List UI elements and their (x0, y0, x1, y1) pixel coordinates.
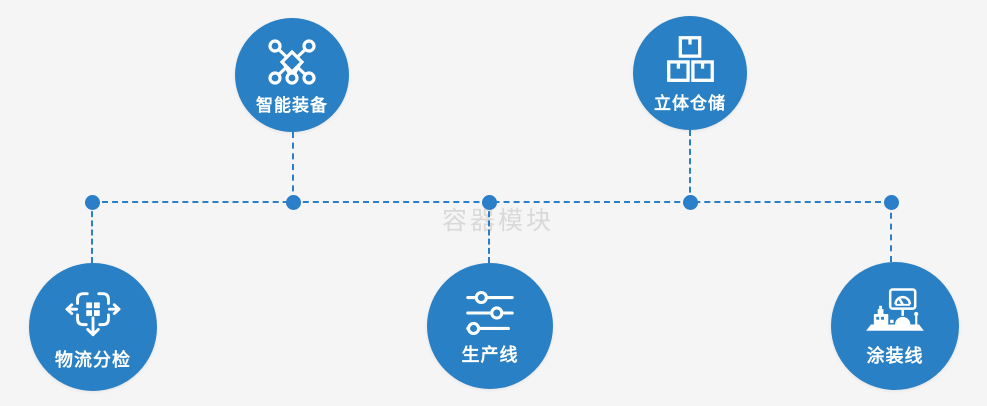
sliders-icon (466, 290, 514, 335)
junction-dot (85, 195, 100, 210)
connector-vertical-warehouse (689, 130, 691, 202)
node-vertical-warehouse[interactable]: 立体仓储 (633, 16, 747, 130)
node-painting-line[interactable]: 涂装线 (831, 262, 959, 390)
node-label: 生产线 (461, 344, 519, 365)
control-station-icon (866, 287, 924, 331)
junction-dot (286, 195, 301, 210)
sorting-arrows-icon (65, 291, 121, 336)
connector-vertical-smart-equipment (292, 132, 294, 202)
node-label: 涂装线 (866, 345, 924, 366)
node-smart-equipment[interactable]: 智能装备 (235, 18, 349, 132)
junction-dot (683, 195, 698, 210)
connector-vertical-painting (890, 202, 892, 262)
junction-dot (884, 195, 899, 210)
node-logistics-sorting[interactable]: 物流分检 (29, 263, 157, 391)
junction-dot (482, 195, 497, 210)
node-production-line[interactable]: 生产线 (427, 263, 553, 389)
node-label: 立体仓储 (654, 94, 726, 113)
stacked-boxes-icon (667, 36, 714, 82)
connector-vertical-logistics (91, 202, 93, 263)
network-nodes-icon (268, 39, 316, 85)
watermark-text: 容器模块 (442, 207, 555, 235)
connector-vertical-production (488, 202, 490, 263)
node-label: 智能装备 (256, 96, 328, 115)
node-label: 物流分检 (55, 349, 131, 370)
